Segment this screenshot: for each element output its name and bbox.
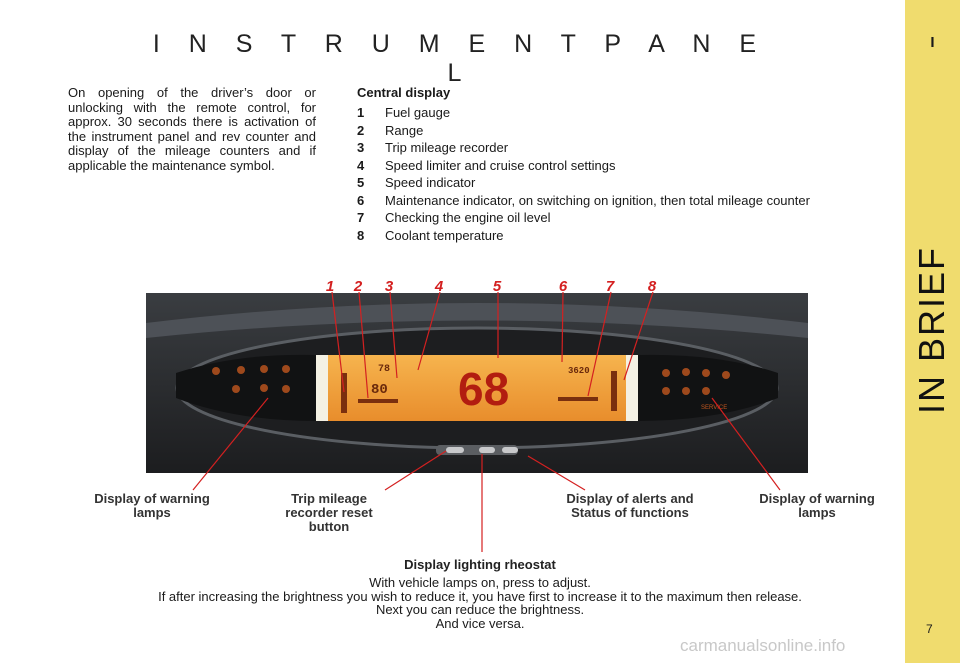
rheostat-line: With vehicle lamps on, press to adjust.: [369, 575, 591, 590]
item-text: Range: [385, 122, 424, 138]
item-number: 4: [357, 157, 365, 173]
small-readout: 80: [371, 382, 388, 398]
callout-3: 3: [384, 278, 394, 295]
leader-line: [384, 450, 447, 491]
callout-2: 2: [353, 278, 363, 295]
callout-1: 1: [325, 278, 335, 295]
item-text: Maintenance indicator, on switching on i…: [385, 192, 810, 208]
callout-7: 7: [605, 278, 615, 295]
item-text: Speed indicator: [385, 175, 476, 190]
leader-line: [417, 291, 441, 371]
leader-line: [389, 291, 398, 379]
leader-line: [561, 291, 564, 363]
odo-readout: 3620: [568, 366, 590, 376]
callout-4: 4: [434, 278, 444, 295]
callout-numbers: 1 2 3 4 5 6 7 8: [0, 278, 905, 298]
dashboard-illustration: SERVICE 80 78 68 3620: [146, 293, 808, 473]
rheostat-instructions: With vehicle lamps on, press to adjust. …: [40, 576, 920, 630]
item-number: 1: [357, 105, 365, 120]
list-item: 4 Speed limiter and cruise control settin…: [357, 157, 877, 174]
list-item: 8 Coolant temperature: [357, 227, 877, 244]
item-text: Speed limiter and cruise control setting…: [385, 157, 616, 173]
leader-line: [711, 397, 781, 491]
list-item: 2 Range: [357, 122, 877, 139]
list-item: 5 Speed indicator: [357, 175, 877, 191]
item-text: Fuel gauge: [385, 105, 451, 120]
label-warning-left: Display of warning lamps: [94, 491, 210, 520]
central-display-list: Central display 1 Fuel gauge 2 Range 3 Trip…: [357, 85, 877, 246]
item-number: 6: [357, 192, 365, 208]
item-text: Trip mileage recorder: [385, 140, 509, 155]
label-alerts: Display of alerts and Status of function…: [566, 491, 694, 520]
section-roman: I: [930, 34, 935, 51]
rheostat-title: Display lighting rheostat: [404, 557, 556, 572]
page-title: I N S T R U M E N T P A N E L: [152, 30, 768, 87]
item-text: Checking the engine oil level: [385, 210, 551, 225]
item-number: 2: [357, 122, 365, 138]
item-text: Coolant temperature: [385, 227, 504, 243]
central-display-heading: Central display: [357, 85, 451, 100]
page-number: 7: [926, 622, 933, 636]
list-item: 6 Maintenance indicator, on switching on …: [357, 192, 877, 209]
watermark: carmanualsonline.info: [680, 636, 846, 655]
rheostat-line: If after increasing the brightness you w…: [158, 588, 802, 604]
leader-line: [331, 291, 345, 393]
rheostat-line: Next you can reduce the brightness.: [375, 602, 585, 617]
list-item: 3 Trip mileage recorder: [357, 140, 877, 156]
speed-readout: 68: [458, 363, 509, 415]
leader-line: [192, 397, 269, 491]
service-text: SERVICE: [701, 405, 727, 411]
leader-line: [623, 291, 654, 381]
item-number: 5: [357, 175, 365, 190]
list-item: 7 Checking the engine oil level: [357, 210, 877, 226]
intro-paragraph: On opening of the driver’s door or unloc…: [68, 85, 316, 173]
rheostat-line: And vice versa.: [435, 615, 525, 631]
callout-8: 8: [647, 278, 657, 295]
list-item: 1 Fuel gauge: [357, 105, 877, 121]
callout-6: 6: [558, 278, 568, 295]
callout-5: 5: [492, 278, 502, 295]
range-readout: 78: [378, 364, 390, 375]
item-number: 7: [357, 210, 365, 225]
leader-line: [587, 291, 612, 397]
item-number: 3: [357, 140, 365, 155]
instrument-panel-photo: SERVICE 80 78 68 3620: [146, 293, 808, 473]
section-tab: I IN BRIEF: [905, 0, 960, 663]
leader-line: [358, 291, 369, 399]
item-number: 8: [357, 227, 365, 243]
leader-line: [527, 455, 586, 491]
label-warning-right: Display of warning lamps: [759, 491, 875, 520]
label-trip-reset: Trip mileage recorder reset button: [285, 491, 373, 534]
